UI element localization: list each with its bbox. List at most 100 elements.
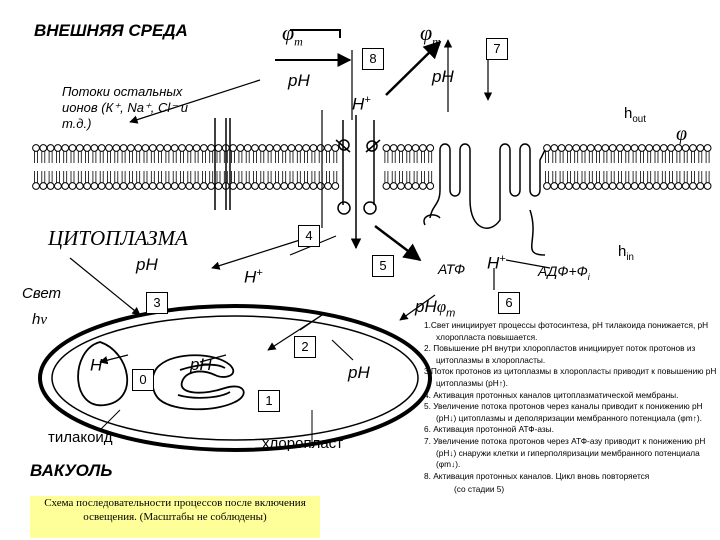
lipid-tail-inner <box>238 171 243 183</box>
lipid-tail-outer <box>391 151 396 163</box>
lipid-tail-inner <box>275 171 279 183</box>
step-text-8: 8. Активация протонных каналов. Цикл вно… <box>424 470 650 481</box>
lipid-tail-outer <box>552 151 557 163</box>
lipid-head-inner <box>287 182 296 190</box>
lipid-tail-inner <box>661 171 666 183</box>
lipid-head-inner <box>557 182 566 190</box>
lipid-head-outer <box>397 144 405 152</box>
lipid-head-inner <box>207 182 216 190</box>
lipid-head-inner <box>54 182 62 190</box>
lipid-head-outer <box>126 144 135 152</box>
lipid-head-inner <box>623 182 632 190</box>
lipid-tail-outer <box>661 151 666 163</box>
thylakoid <box>77 341 245 411</box>
lipid-head-outer <box>696 144 705 152</box>
lipid-head-outer <box>75 144 84 152</box>
h-letter: h <box>32 311 41 328</box>
lipid-head-outer <box>638 144 646 152</box>
lipid-head-outer <box>674 144 683 152</box>
lipid-head-outer <box>178 144 186 152</box>
lipid-tail-inner <box>194 171 199 183</box>
lipid-tail-outer <box>632 151 637 163</box>
lipid-head-inner <box>105 182 113 190</box>
lipid-tail-outer <box>56 151 60 163</box>
lipid-tail-inner <box>282 171 287 183</box>
lipid-tail-inner <box>267 171 272 183</box>
step-text-4: 4. Активация протонных каналов цитоплазм… <box>424 389 679 400</box>
lipid-tail-inner <box>136 171 141 183</box>
lipid-head-outer <box>61 144 70 152</box>
lipid-head-inner <box>397 182 405 190</box>
lipid-tail-outer <box>275 151 279 163</box>
lipid-tail-outer <box>253 151 257 163</box>
lipid-tail-outer <box>289 151 294 163</box>
lipid-head-outer <box>148 144 157 152</box>
lipid-tail-inner <box>121 171 126 183</box>
lipid-head-outer <box>265 144 274 152</box>
lipid-tail-inner <box>253 171 257 183</box>
lipid-tail-outer <box>596 151 600 163</box>
lipid-head-inner <box>119 182 128 190</box>
h-symbol: H <box>352 94 365 114</box>
step-box-6: 6 <box>498 292 520 314</box>
lipid-tail-inner <box>209 171 214 183</box>
lipid-head-inner <box>696 182 705 190</box>
lipid-head-inner <box>302 182 311 190</box>
lipid-head-inner <box>309 182 318 190</box>
ph-phi-m-label: pHφm <box>415 298 455 319</box>
lipid-head-outer <box>236 144 245 152</box>
lipid-head-inner <box>294 182 303 190</box>
lipid-tail-inner <box>333 171 338 183</box>
ph-label-cytoplasm: pH <box>136 255 158 274</box>
lipid-tail-outer <box>698 151 703 163</box>
h-letter: h <box>624 105 633 122</box>
lipid-head-inner <box>572 182 581 190</box>
step-text-2: 2. Повышение рН внутри хлоропластов иниц… <box>424 343 696 365</box>
lipid-head-inner <box>97 182 106 190</box>
lipid-tail-inner <box>85 171 89 183</box>
lipid-tail-outer <box>267 151 272 163</box>
lipid-head-outer <box>32 144 40 152</box>
ion-flows-label: Потоки остальных ионов (К⁺, Na⁺, Cl⁻ и т… <box>62 84 188 132</box>
atp-synthase <box>423 143 546 256</box>
lipid-tail-inner <box>632 171 637 183</box>
lipid-head-outer <box>411 144 420 152</box>
adp-subscript: i <box>587 271 590 282</box>
lipid-head-outer <box>630 144 639 152</box>
lipid-tail-inner <box>216 171 221 183</box>
lipid-tail-outer <box>85 151 89 163</box>
lipid-head-inner <box>112 182 121 190</box>
lipid-tail-outer <box>107 151 111 163</box>
adp-label: АДФ+Фi <box>538 264 590 282</box>
lipid-head-outer <box>645 144 654 152</box>
lipid-head-inner <box>382 182 391 190</box>
lipid-head-inner <box>243 182 252 190</box>
lipid-head-outer <box>54 144 62 152</box>
lipid-tail-outer <box>34 151 38 163</box>
lipid-tail-inner <box>654 171 659 183</box>
lipid-tail-outer <box>384 151 389 163</box>
lipid-tail-outer <box>683 151 688 163</box>
lipid-tail-inner <box>545 171 549 183</box>
lipid-head-outer <box>382 144 391 152</box>
lipid-head-outer <box>659 144 668 152</box>
lipid-head-inner <box>579 182 588 190</box>
lipid-tail-inner <box>705 171 710 183</box>
lipid-tail-inner <box>311 171 316 183</box>
lipid-head-outer <box>258 144 267 152</box>
lipid-tail-outer <box>245 151 250 163</box>
lipid-tail-inner <box>567 171 571 183</box>
h-plus-label-top: H+ <box>352 94 371 114</box>
lipid-tail-inner <box>413 171 418 183</box>
lipid-tail-inner <box>165 171 170 183</box>
lipid-head-outer <box>105 144 113 152</box>
lipid-tail-inner <box>559 171 564 183</box>
ph-label-chloroplast: pH <box>348 363 370 382</box>
step-text-7: 7. Увеличение потока протонов через АТФ-… <box>424 435 706 470</box>
lipid-head-outer <box>185 144 194 152</box>
lipid-tail-inner <box>574 171 579 183</box>
lipid-head-outer <box>419 144 427 152</box>
lipid-head-outer <box>243 144 252 152</box>
lipid-tail-inner <box>34 171 38 183</box>
lipid-head-outer <box>389 144 398 152</box>
